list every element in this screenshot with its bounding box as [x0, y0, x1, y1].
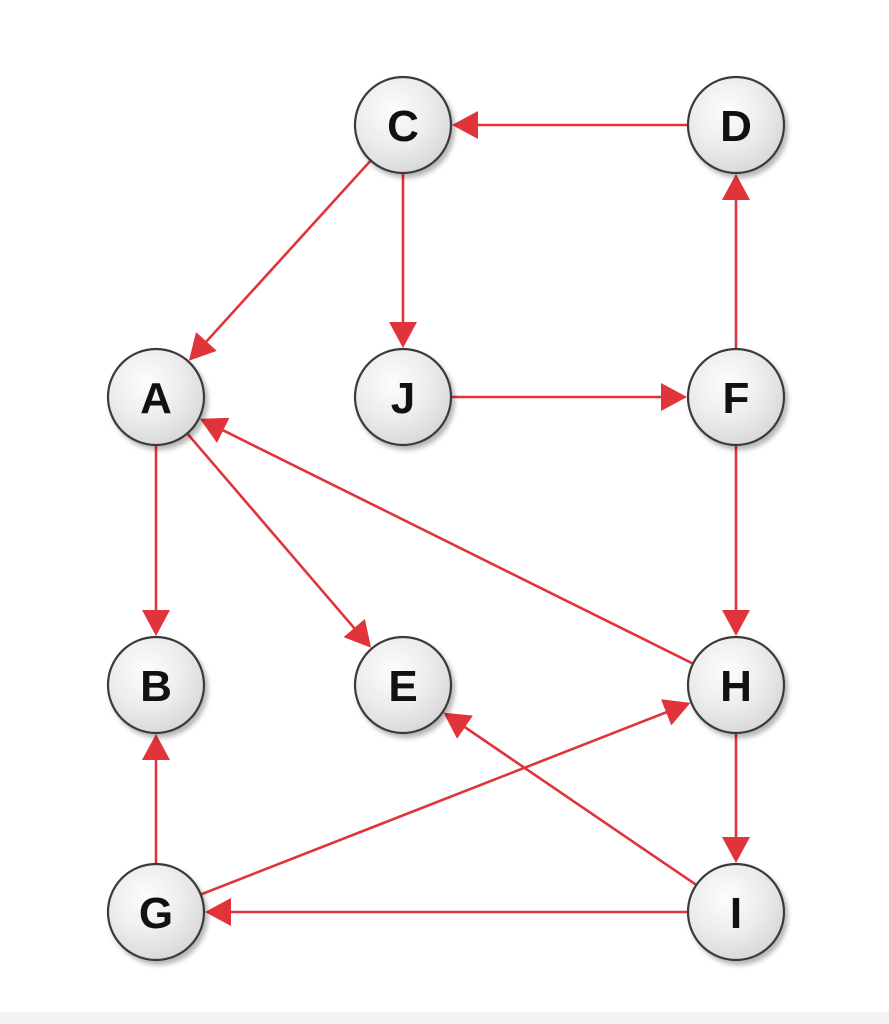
arrowhead	[142, 610, 170, 636]
edge-a-to-e	[186, 432, 372, 648]
node-b: B	[106, 635, 206, 735]
arrowhead	[722, 610, 750, 636]
arrowhead	[142, 734, 170, 760]
arrowhead	[389, 322, 417, 348]
edge-h-to-i	[722, 733, 750, 863]
edge-a-to-b	[142, 445, 170, 636]
edge-j-to-f	[451, 383, 687, 411]
node-h: H	[686, 635, 786, 735]
arrowhead	[661, 699, 691, 726]
edge-h-to-a	[199, 417, 694, 665]
arrowhead	[443, 712, 473, 739]
arrowhead	[199, 417, 230, 443]
edge-line	[204, 159, 372, 344]
arrowhead	[188, 332, 217, 361]
edge-line	[200, 710, 669, 896]
node-a: A	[106, 347, 206, 447]
node-d: D	[686, 75, 786, 175]
edge-i-to-g	[205, 898, 688, 926]
edge-d-to-c	[452, 111, 688, 139]
node-label: A	[140, 374, 172, 423]
node-j: J	[353, 347, 453, 447]
edge-i-to-e	[443, 712, 698, 887]
edge-c-to-a	[188, 159, 372, 361]
arrowhead	[452, 111, 478, 139]
node-i: I	[686, 862, 786, 962]
edge-f-to-d	[722, 174, 750, 349]
bottom-strip	[0, 1012, 889, 1024]
edge-f-to-h	[722, 445, 750, 636]
node-circle	[106, 347, 206, 447]
node-circle	[353, 635, 453, 735]
node-label: H	[720, 662, 752, 711]
arrowhead	[722, 174, 750, 200]
edge-c-to-j	[389, 173, 417, 348]
node-f: F	[686, 347, 786, 447]
node-label: G	[139, 889, 173, 938]
edge-g-to-h	[200, 699, 691, 896]
node-circle	[106, 862, 206, 962]
nodes-layer: C D A J F B E H G I	[106, 75, 786, 962]
node-circle	[106, 635, 206, 735]
arrowhead	[343, 618, 372, 648]
node-circle	[686, 635, 786, 735]
edge-line	[186, 432, 357, 631]
node-label: I	[730, 889, 742, 938]
edge-line	[220, 428, 694, 665]
node-circle	[686, 347, 786, 447]
arrowhead	[661, 383, 687, 411]
arrowhead	[205, 898, 231, 926]
node-label: C	[387, 102, 419, 151]
node-label: E	[388, 662, 417, 711]
node-c: C	[353, 75, 453, 175]
node-label: F	[723, 374, 750, 423]
node-label: B	[140, 662, 172, 711]
edge-line	[462, 725, 698, 887]
node-circle	[686, 862, 786, 962]
node-e: E	[353, 635, 453, 735]
node-g: G	[106, 862, 206, 962]
node-circle	[353, 347, 453, 447]
edges-layer	[142, 111, 750, 926]
arrowhead	[722, 837, 750, 863]
edge-g-to-b	[142, 734, 170, 864]
node-circle	[353, 75, 453, 175]
node-circle	[686, 75, 786, 175]
node-label: D	[720, 102, 752, 151]
node-label: J	[391, 374, 415, 423]
